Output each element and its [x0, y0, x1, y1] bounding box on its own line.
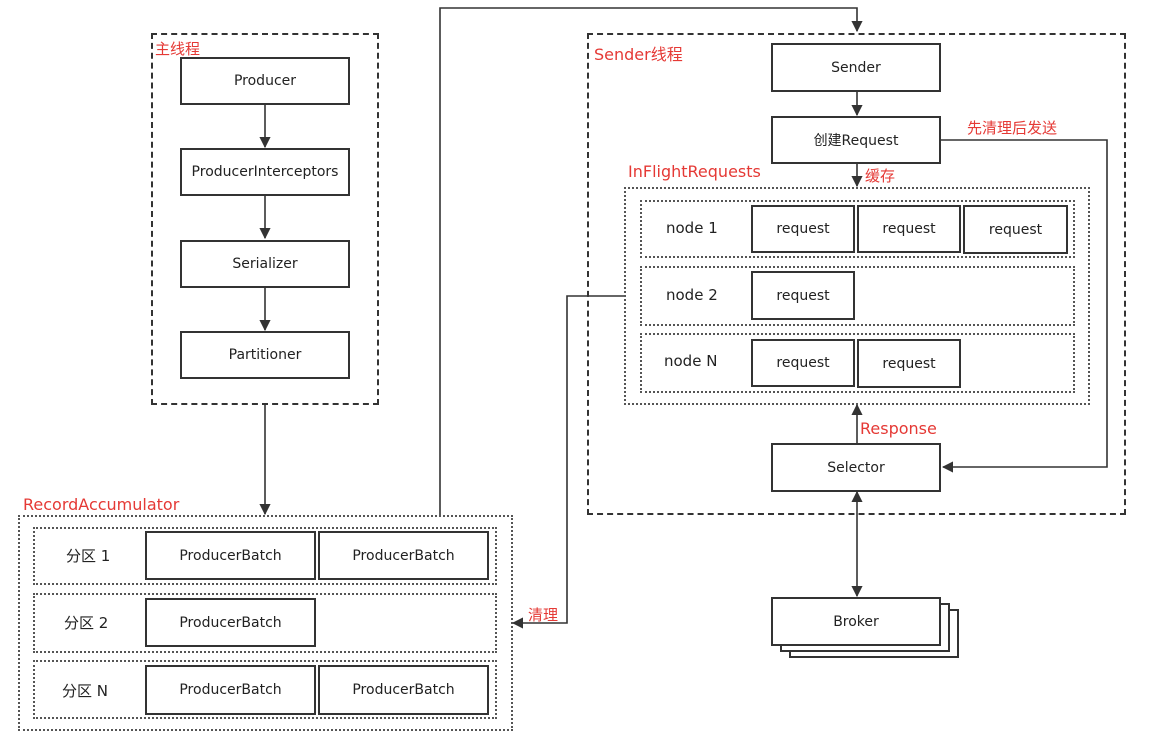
main-thread-region [151, 33, 379, 405]
node-row-n [640, 333, 1075, 393]
arrow-clear-to-partition [511, 295, 624, 629]
node-label-1: node 1 [666, 219, 718, 237]
partition-row-1 [33, 527, 497, 585]
record-accumulator-region [18, 515, 513, 731]
partition-row-2 [33, 593, 497, 653]
arrow-accumulator-to-sender [439, 7, 863, 515]
sender-box: Sender [771, 43, 941, 92]
request-box: request [963, 205, 1068, 254]
cache-note: 缓存 [865, 167, 896, 185]
send-first-note: 先清理后发送 [967, 119, 1058, 137]
sender-thread-title: Sender线程 [594, 45, 683, 64]
node-label-2: node 2 [666, 286, 718, 304]
create-request-box: 创建Request [771, 116, 941, 164]
partition-label-n: 分区 N [62, 682, 108, 700]
request-box: request [857, 205, 961, 253]
request-box: request [751, 271, 855, 320]
clear-note: 清理 [528, 606, 559, 624]
selector-box: Selector [771, 443, 941, 492]
producer-batch: ProducerBatch [318, 665, 489, 715]
record-accumulator-title: RecordAccumulator [23, 495, 180, 514]
main-thread-title: 主线程 [155, 40, 201, 58]
inflight-title: InFlightRequests [628, 162, 761, 181]
producer-batch: ProducerBatch [145, 665, 316, 715]
sender-thread-region [587, 33, 1126, 515]
producer-batch: ProducerBatch [145, 531, 316, 580]
request-box: request [857, 339, 961, 388]
partition-row-n [33, 660, 497, 719]
partition-label-1: 分区 1 [66, 547, 111, 565]
request-box: request [751, 339, 855, 387]
response-note: Response [860, 419, 937, 438]
partitioner-box: Partitioner [180, 331, 350, 379]
node-row-1 [640, 200, 1075, 258]
partition-label-2: 分区 2 [64, 614, 109, 632]
broker-box: Broker [771, 597, 941, 646]
node-label-n: node N [664, 352, 718, 370]
producer-box: Producer [180, 57, 350, 105]
producer-interceptors-box: ProducerInterceptors [180, 148, 350, 196]
node-row-2 [640, 266, 1075, 326]
inflight-region [624, 187, 1090, 405]
arrow-create-to-selector [941, 139, 1108, 473]
request-box: request [751, 205, 855, 253]
producer-batch: ProducerBatch [145, 598, 316, 647]
producer-batch: ProducerBatch [318, 531, 489, 580]
serializer-box: Serializer [180, 240, 350, 288]
